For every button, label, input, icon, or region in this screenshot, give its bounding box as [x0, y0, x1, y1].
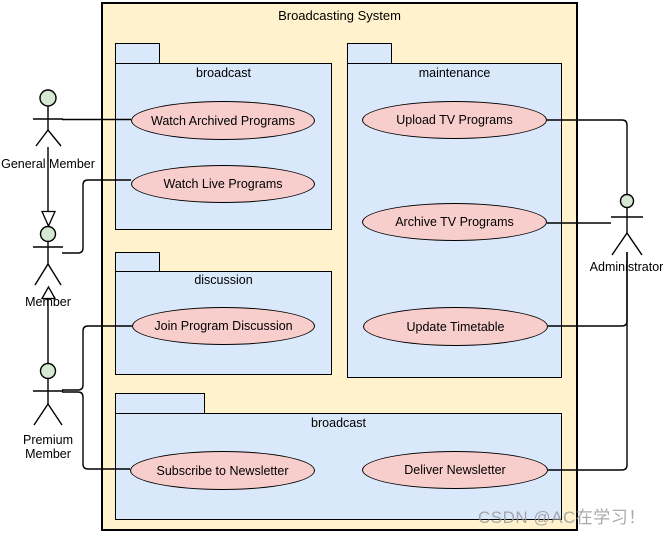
actor-legs: [34, 262, 62, 286]
usecase-update-timetable: Update Timetable: [363, 307, 548, 346]
actor-premium-member-figure: [33, 362, 63, 426]
package-broadcast-bottom-label: broadcast: [311, 416, 366, 430]
usecase-label: Upload TV Programs: [396, 113, 513, 127]
usecase-label: Update Timetable: [406, 319, 505, 334]
usecase-subscribe-to-newsletter: Subscribe to Newsletter: [130, 451, 315, 490]
usecase-label: Deliver Newsletter: [404, 463, 506, 477]
usecase-deliver-newsletter: Deliver Newsletter: [362, 451, 548, 489]
actor-head: [39, 362, 57, 380]
usecase-watch-live-programs: Watch Live Programs: [131, 165, 315, 203]
package-discussion-label: discussion: [194, 273, 253, 287]
package-broadcast-top-tab: [115, 43, 160, 64]
system-title: Broadcasting System: [278, 8, 401, 23]
actor-general-member-figure: [33, 89, 63, 147]
usecase-label: Subscribe to Newsletter: [156, 463, 289, 478]
usecase-upload-tv-programs: Upload TV Programs: [362, 101, 547, 139]
usecase-label: Watch Archived Programs: [150, 113, 296, 128]
actor-legs: [611, 231, 643, 256]
package-broadcast-bottom-tab: [115, 393, 205, 414]
usecase-label: Watch Live Programs: [163, 177, 283, 191]
actor-head: [39, 225, 57, 243]
actor-head: [619, 193, 635, 209]
generalization-arrowhead-down-icon: [40, 210, 57, 228]
usecase-label: Archive TV Programs: [395, 215, 514, 229]
actor-premium-member-label: Premium Member: [22, 433, 73, 461]
usecase-join-program-discussion: Join Program Discussion: [132, 307, 315, 345]
package-broadcast-top-body: [115, 63, 332, 230]
usecase-archive-tv-programs: Archive TV Programs: [362, 203, 547, 241]
actor-administrator-label: Administrator: [589, 260, 663, 274]
actor-legs: [35, 128, 62, 147]
package-maintenance-tab: [347, 43, 392, 64]
actor-administrator-figure: [611, 193, 643, 256]
usecase-watch-archived-programs: Watch Archived Programs: [131, 101, 315, 140]
package-maintenance-label: maintenance: [418, 66, 491, 80]
actor-member-label: Member: [25, 295, 71, 309]
package-broadcast-top-label: broadcast: [196, 66, 251, 80]
actor-head: [39, 89, 57, 107]
actor-legs: [33, 402, 63, 426]
usecase-label: Join Program Discussion: [154, 319, 293, 333]
csdn-watermark: CSDN @AC在学习！: [478, 508, 646, 527]
actor-member-figure: [33, 225, 63, 286]
actor-general-member-label: General Member: [1, 157, 95, 171]
package-discussion-tab: [115, 252, 160, 272]
